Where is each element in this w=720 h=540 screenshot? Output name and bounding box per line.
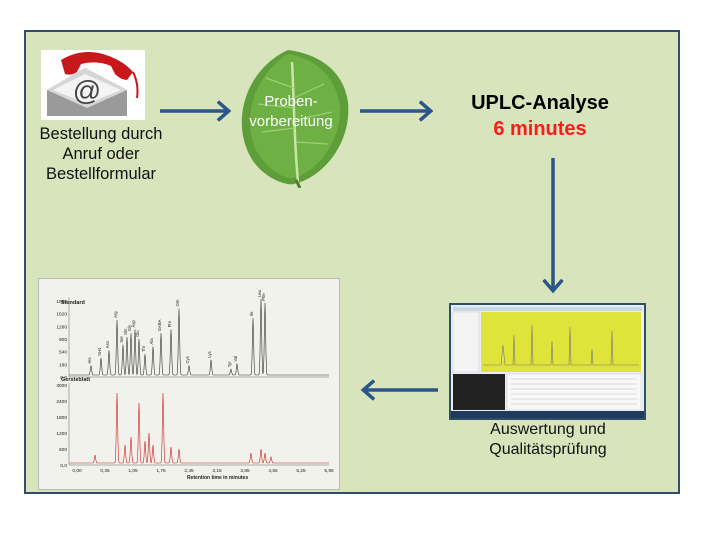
standard-y-tick: 0,0 [60,375,67,381]
sample-y-tick: 1200 [56,431,67,437]
sample-y-tick: 3000 [56,383,67,389]
standard-trace [69,298,329,376]
sample-trace [69,392,329,464]
standard-label: Standard [61,300,85,306]
peak-label: His [87,357,92,363]
peak-label: GABA [157,319,162,331]
peak-label: Leu [257,289,262,297]
prep-step-label: Proben- vorbereitung [236,92,346,132]
phone-email-icon: @ [41,50,145,120]
x-tick-label: 0,00 [72,468,82,474]
x-tick-label: 4,55 [268,468,278,474]
peak-label: Phe [261,293,266,301]
standard-y-tick: 180 [59,362,67,368]
order-label-line2: Anruf oder [62,145,140,163]
uplc-title: UPLC-Analyse [471,92,609,114]
prep-label-line2: vorbereitung [249,113,333,130]
peak-label: Cys [185,356,190,363]
standard-y-tick: 1980 [56,299,67,305]
sample-y-tick: 1800 [56,415,67,421]
peak-label: Gly [127,324,132,331]
x-tick-label: 0,35 [100,468,110,474]
order-step-label: Bestellung durch Anruf oder Bestellformu… [26,124,176,184]
order-label-line3: Bestellformular [45,165,157,183]
order-label-line1: Bestellung durch [39,125,163,143]
leaf-image [241,50,349,188]
eval-label-line2: Qualitätsprüfung [489,441,607,458]
peak-label: Arg [113,311,118,318]
x-tick-label: 3,15 [212,468,222,474]
peak-label: Orn [175,299,180,307]
standard-y-tick: 1260 [56,324,67,330]
software-screenshot [449,303,646,420]
standard-y-tick: 540 [59,350,67,356]
sample-y-tick: 0,0 [60,463,67,469]
peak-label: NH4 [97,347,102,356]
peak-label: Asn [105,340,110,348]
standard-y-tick: 900 [59,337,67,343]
standard-y-tick: 1620 [56,312,67,318]
peak-label: Lys [207,351,212,357]
x-tick-label: 5,25 [296,468,306,474]
sample-y-tick: 600 [59,447,67,453]
x-tick-label: 5,95 [324,468,334,474]
peak-label: Gln [123,328,128,335]
eval-label-line1: Auswertung und [490,421,606,438]
peak-label: Asp [131,320,136,328]
x-tick-label: 1,75 [156,468,166,474]
x-tick-label: 2,45 [184,468,194,474]
chromatogram-image: Standard Gersteblatt Retention time in m… [38,278,340,490]
prep-label-line1: Proben- [264,93,318,110]
peak-label: Tyr [227,361,232,367]
peak-label: Thr [141,345,146,352]
uplc-time: 6 minutes [493,118,587,140]
peak-label: Ser [119,335,124,342]
peak-label: Val [233,356,238,362]
peak-label: Glu [135,330,140,337]
x-tick-label: 1,05 [128,468,138,474]
x-tick-label: 3,85 [240,468,250,474]
peak-label: Ala [149,338,154,345]
svg-text:@: @ [73,75,101,106]
x-axis-label: Retention time in minutes [187,475,248,481]
peak-label: Pro [167,320,172,327]
sample-y-tick: 2400 [56,399,67,405]
peak-label: Ile [249,311,254,316]
evaluation-step-label: Auswertung und Qualitätsprüfung [446,420,650,460]
sample-label: Gersteblatt [61,377,90,383]
